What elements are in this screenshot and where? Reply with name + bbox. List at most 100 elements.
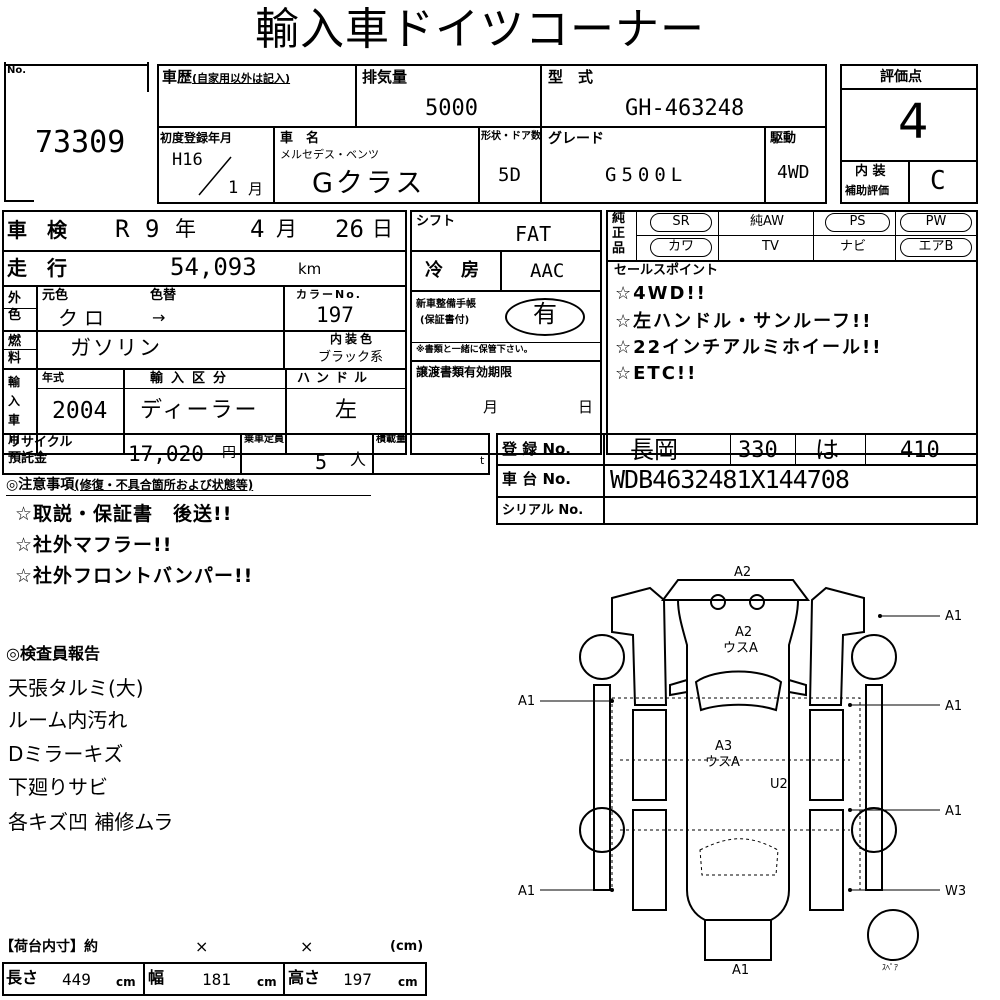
drive-label: 駆動 — [770, 131, 797, 146]
inspector-line: 各キズ凹 補修ムラ — [8, 810, 174, 834]
shift-value: FAT — [515, 222, 552, 246]
inspection-day-unit: 日 — [372, 217, 393, 241]
car-name-label: 車 名 — [280, 131, 320, 146]
capacity-value: 5 — [315, 450, 328, 474]
diagram-label: A3 — [715, 739, 732, 754]
cargo-length: 449 — [62, 970, 91, 989]
cargo-height: 197 — [343, 970, 372, 989]
diagram-label: A1 — [945, 804, 962, 819]
interior-rating-value: C — [930, 166, 946, 196]
aircon-label: 冷 房 — [425, 260, 479, 281]
model-label: 型 式 — [548, 68, 594, 86]
inspection-year-unit: 年 — [175, 217, 196, 241]
diagram-label: A1 — [945, 699, 962, 714]
diagram-label: ウスA — [705, 755, 740, 770]
drive-value: 4WD — [777, 162, 810, 183]
interior-color-label: 内装色 — [330, 332, 376, 346]
displacement-value: 5000 — [425, 96, 478, 121]
car-model-name: Gクラス — [312, 168, 426, 199]
grade-value: G500L — [605, 164, 688, 186]
import-side-label: 輸入車用 — [8, 375, 21, 446]
maintenance-circle — [505, 298, 585, 336]
interior-color-value: ブラック系 — [318, 350, 384, 365]
fuel-value: ガソリン — [70, 336, 162, 360]
model-code: GH-463248 — [625, 96, 745, 121]
rating-score: 4 — [898, 94, 929, 150]
registration-number: 410 — [900, 438, 940, 463]
first-reg-month: 1 — [228, 178, 239, 198]
cargo-height-label: 高さ — [288, 968, 321, 987]
sales-point-line: ☆左ハンドル・サンルーフ!! — [615, 311, 873, 332]
registration-kana: は — [815, 436, 839, 464]
maintenance-value: 有 — [533, 300, 557, 328]
diagram-label: ｽﾍﾟｱ — [882, 963, 898, 972]
color-change-value: → — [152, 308, 166, 327]
cargo-unit: (cm) — [390, 939, 424, 954]
interior-rating-sub: 補助評価 — [845, 184, 889, 197]
recycle-value: 17,020 — [128, 442, 204, 466]
doors-label: 形状・ドア数 — [481, 131, 541, 142]
option-tv: TV — [762, 239, 779, 254]
diagram-label: A1 — [945, 609, 962, 624]
notes-line: ☆社外マフラー!! — [15, 534, 173, 556]
cargo-x1: × — [195, 937, 209, 956]
inspector-line: Dミラーキズ — [8, 742, 124, 766]
slash-line — [198, 156, 232, 196]
mileage-value: 54,093 — [170, 253, 257, 281]
option-leather: カワ — [650, 238, 712, 257]
car-maker: メルセデス・ベンツ — [280, 148, 379, 161]
shift-label: シフト — [416, 214, 456, 229]
inspector-line: 下廻りサビ — [8, 775, 108, 799]
inspection-era: R — [115, 215, 130, 243]
doors-value: 5D — [498, 164, 521, 186]
import-type-value: ディーラー — [140, 398, 259, 423]
inspection-label: 車 検 — [7, 218, 67, 242]
option-navi: ナビ — [840, 239, 867, 254]
page-title: 輸入車ドイツコーナー — [255, 4, 705, 55]
inspector-title: ◎検査員報告 — [6, 644, 100, 663]
import-handle-value: 左 — [335, 398, 358, 423]
cargo-width: 181 — [202, 970, 231, 989]
displacement-label: 排気量 — [362, 68, 408, 86]
load-unit: t — [480, 454, 485, 467]
inspection-year: 9 — [145, 215, 160, 243]
notes-title: ◎注意事項(修復・不具合箇所および状態等) — [6, 477, 254, 493]
transfer-day: 日 — [578, 398, 594, 416]
option-alloy-wheel: 純AW — [750, 214, 785, 229]
first-reg-label: 初度登録年月 — [160, 131, 233, 145]
color-no-label: カラーNo. — [296, 288, 362, 301]
history-label: 車歴(自家用以外は記入) — [162, 68, 291, 86]
grade-label: グレード — [548, 131, 604, 147]
option-power-window: PW — [900, 213, 972, 232]
cargo-x2: × — [300, 937, 314, 956]
color-orig-value: クロ — [58, 306, 110, 330]
mileage-label: 走 行 — [7, 256, 67, 280]
import-year-value: 2004 — [52, 398, 108, 424]
transfer-month: 月 — [483, 398, 499, 416]
options-side-label: 純正品 — [612, 211, 626, 256]
color-orig-label: 元色 — [42, 288, 69, 303]
sales-point-line: ☆ETC!! — [615, 363, 698, 384]
interior-rating-label: 内 装 — [855, 164, 886, 179]
diagram-label: A1 — [518, 694, 535, 709]
first-reg-era: H16 — [172, 150, 203, 170]
import-handle-label: ハンドル — [297, 371, 374, 386]
registration-place: 長岡 — [630, 436, 678, 464]
chassis-label: 車 台 No. — [502, 470, 572, 488]
diagram-label: A2 — [734, 565, 751, 580]
rating-label: 評価点 — [880, 69, 922, 85]
color-change-label: 色替 — [150, 288, 177, 303]
first-reg-month-unit: 月 — [248, 180, 264, 198]
car-damage-diagram: A2 A2 ウスA A3 ウスA U2 A1 A1 A1 A1 A1 W3 A1… — [518, 565, 966, 978]
import-year-label: 年式 — [42, 371, 64, 384]
inspector-line: 天張タルミ(大) — [8, 676, 144, 700]
registration-class: 330 — [738, 438, 778, 463]
diagram-label: U2 — [770, 777, 788, 792]
notes-line: ☆取説・保証書 後送!! — [15, 503, 233, 525]
option-airbag: エアB — [900, 238, 972, 257]
aircon-value: AAC — [530, 260, 565, 282]
load-label: 積載量 — [376, 434, 406, 445]
stock-number: 73309 — [35, 125, 126, 160]
cargo-cm: cm — [398, 975, 418, 989]
chassis-number: WDB4632481X144708 — [610, 465, 850, 494]
